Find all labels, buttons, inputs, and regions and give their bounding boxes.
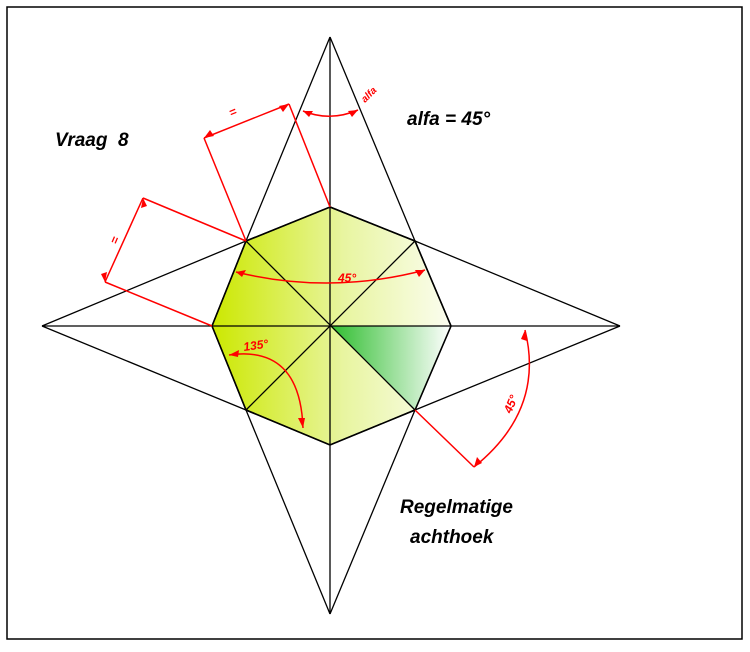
green-sector xyxy=(330,326,451,410)
inner-45-arc xyxy=(235,269,426,284)
title-line2: achthoek xyxy=(410,527,495,548)
outer-angle-label: 45° xyxy=(500,393,520,416)
star-construction xyxy=(41,36,621,615)
equal-dimension-label-top: = xyxy=(227,104,239,120)
135-arc xyxy=(228,353,304,429)
angle-135-label: 135° xyxy=(242,337,269,354)
alfa-dimension-label: alfa xyxy=(359,85,379,105)
inner-angle-label: 45° xyxy=(337,271,356,285)
dimension-lines xyxy=(104,103,531,468)
equal-dimension-label-left: = xyxy=(107,234,123,246)
arrowheads xyxy=(101,104,527,467)
alfa-value-label: alfa = 45° xyxy=(407,109,491,130)
outer-45-arc xyxy=(473,329,531,468)
title-line1: Regelmatige xyxy=(400,497,513,518)
diagonal-falling xyxy=(245,240,416,411)
frame-border xyxy=(6,6,743,640)
question-label: Vraag 8 xyxy=(55,130,129,151)
